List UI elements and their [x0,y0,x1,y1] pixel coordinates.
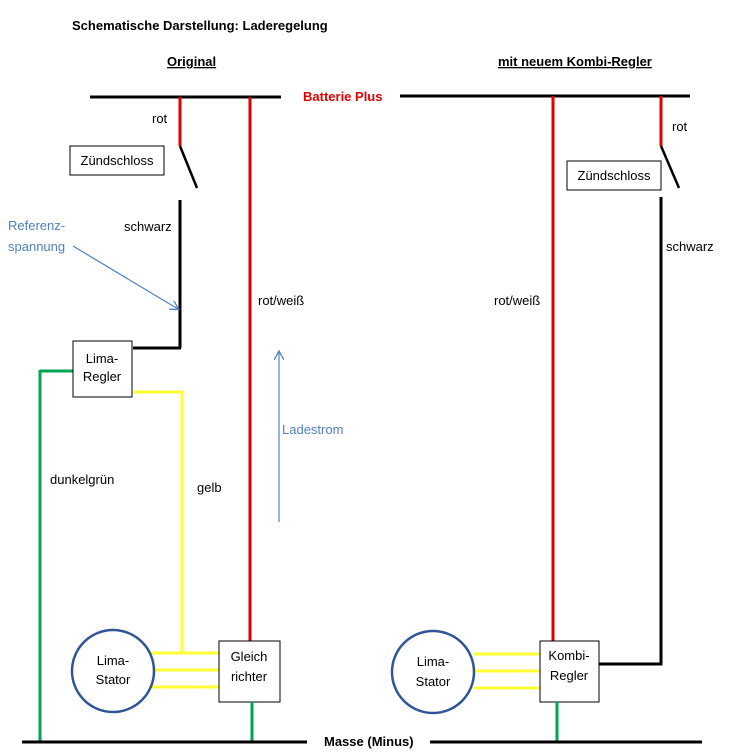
kombi-regler-line2: Regler [550,668,589,683]
right-ignition-label: Zündschloss [578,168,651,183]
charge-current-label: Ladestrom [282,422,343,437]
left-label-schwarz: schwarz [124,219,172,234]
right-ignition-box [566,160,662,191]
left-stator-line1: Lima- [97,653,130,668]
lima-regler-line1: Lima- [86,351,119,366]
reference-label-line2: spannung [8,239,65,254]
battery-plus-label: Batterie Plus [303,89,382,104]
kombi-regler-box [539,640,600,703]
left-ignition-label: Zündschloss [81,153,154,168]
right-switch-blade [659,145,681,189]
ground-label: Masse (Minus) [324,734,414,749]
right-stator-line1: Lima- [417,654,450,669]
right-wire-schwarz [599,197,663,666]
rectifier-line1: Gleich [231,649,268,664]
right-stator-line2: Stator [416,674,451,689]
left-ignition-box [69,145,165,176]
reference-arrow [72,245,178,309]
heading-original: Original [167,54,216,69]
reference-label-line1: Referenz- [8,218,65,233]
left-stator-line2: Stator [96,672,131,687]
left-label-dunkelgruen: dunkelgrün [50,472,114,487]
kombi-regler-line1: Kombi- [548,648,589,663]
lima-regler-line2: Regler [83,369,122,384]
right-label-rot-weiss: rot/weiß [494,293,540,308]
left-stator-circle [70,628,156,714]
heading-kombi: mit neuem Kombi-Regler [498,54,652,69]
left-switch-blade [178,145,199,189]
left-label-rot: rot [152,111,168,126]
lima-regler-box [72,340,133,398]
rectifier-box [218,640,281,703]
left-label-gelb: gelb [197,480,222,495]
left-label-rot-weiss: rot/weiß [258,293,304,308]
left-wire-gelb [133,390,218,655]
rectifier-line2: richter [231,669,268,684]
right-stator-circle [390,629,476,715]
right-label-schwarz: schwarz [666,239,714,254]
right-label-rot: rot [672,119,688,134]
diagram-title: Schematische Darstellung: Laderegelung [72,18,328,33]
